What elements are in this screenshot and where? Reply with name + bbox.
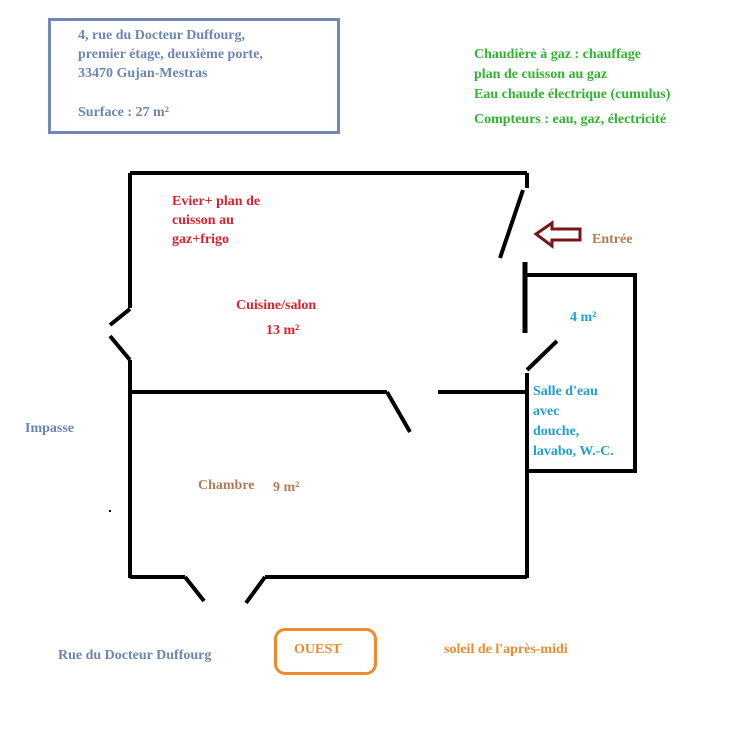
kitchen-area: 13 m² <box>266 323 300 338</box>
address-box: 4, rue du Docteur Duffourg, premier étag… <box>48 18 340 134</box>
address-city: 33470 Gujan-Mestras <box>78 66 208 81</box>
surface-total: Surface : 27 m² <box>78 105 169 120</box>
equipment-heating: Chaudière à gaz : chauffage <box>474 47 641 62</box>
front-door-leaf-left <box>183 575 206 603</box>
equipment-cooking: plan de cuisson au gaz <box>474 67 608 82</box>
entry-arrow-icon <box>533 220 582 249</box>
bedroom-area: 9 m² <box>273 480 300 495</box>
orientation-box: OUEST <box>274 628 377 675</box>
bedroom-door-leaf <box>385 391 412 433</box>
stray-dot <box>109 510 111 512</box>
street-label: Rue du Docteur Duffourg <box>58 648 212 663</box>
sun-note: soleil de l'après-midi <box>444 642 568 657</box>
bathroom-door-leaf <box>525 339 559 372</box>
window-leaf-left-bottom <box>108 334 132 362</box>
bathroom-area: 4 m² <box>570 310 597 325</box>
impasse-label: Impasse <box>25 421 75 436</box>
kitchen-room-name: Cuisine/salon <box>236 298 317 313</box>
address-street: 4, rue du Docteur Duffourg, <box>78 28 245 43</box>
bathroom-line3: douche, <box>533 424 580 439</box>
entrance-label: Entrée <box>592 232 633 247</box>
bathroom-line1: Salle d'eau <box>533 384 598 399</box>
front-door-leaf-right <box>244 575 267 605</box>
kitchen-note-line3: gaz+frigo <box>172 232 229 247</box>
kitchen-note-line2: cuisson au <box>172 213 234 228</box>
equipment-hot-water: Eau chaude électrique (cumulus) <box>474 87 671 102</box>
bathroom-line2: avec <box>533 404 560 419</box>
orientation-label: OUEST <box>294 642 342 657</box>
bathroom-line4: lavabo, W.-C. <box>533 444 614 459</box>
window-leaf-left-top <box>108 307 132 327</box>
kitchen-note-line1: Evier+ plan de <box>172 194 261 209</box>
bedroom-room-name: Chambre <box>198 478 255 493</box>
address-floor: premier étage, deuxième porte, <box>78 47 263 62</box>
entry-door-leaf <box>498 189 525 259</box>
equipment-meters: Compteurs : eau, gaz, électricité <box>474 112 667 127</box>
